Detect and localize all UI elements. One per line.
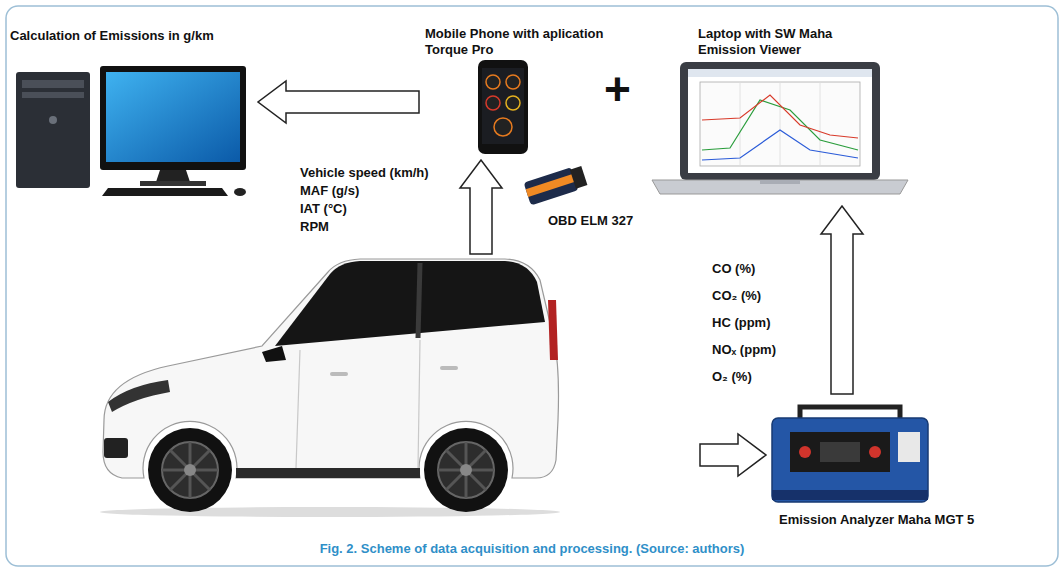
mobile-phone-illustration	[486, 75, 500, 89]
desktop-computer-illustration	[100, 66, 246, 170]
car-illustration	[438, 442, 494, 498]
obd-signal-name: MAF (g/s)	[300, 184, 359, 197]
car-illustration	[440, 366, 458, 370]
figure-caption: Fig. 2. Scheme of data acquisition and p…	[0, 541, 1064, 556]
emission-analyzer-illustration	[799, 446, 811, 458]
laptop-illustration	[688, 69, 872, 173]
node-label: Mobile Phone with aplication Torque Pro	[425, 26, 630, 57]
mobile-phone-illustration	[478, 60, 528, 154]
gas-component-name: NOₓ (ppm)	[712, 343, 776, 356]
laptop-illustration	[652, 62, 908, 194]
obd-node: OBD ELM 327	[522, 160, 662, 232]
gas-component-name: O₂ (%)	[712, 370, 752, 383]
mobile-phone-illustration	[494, 118, 512, 136]
car-illustration	[104, 438, 128, 458]
car-illustration	[100, 507, 560, 517]
figure-frame	[6, 6, 1058, 566]
gas-component-name: CO (%)	[712, 262, 755, 275]
mobile-phone-illustration	[506, 96, 520, 110]
laptop-illustration	[700, 82, 860, 166]
car-illustration	[424, 428, 508, 512]
car-illustration	[162, 442, 218, 498]
emission-analyzer-illustration	[790, 432, 890, 472]
laptop-node: Laptop with SW Maha Emission Viewer	[648, 22, 912, 200]
laptop-illustration	[688, 69, 872, 77]
mobile-phone-illustration	[486, 96, 500, 110]
gas-component-name: CO₂ (%)	[712, 289, 761, 302]
hollow-arrow	[700, 434, 766, 476]
car-illustration	[262, 346, 286, 362]
obd-signal-name: RPM	[300, 220, 329, 233]
phone-node: Mobile Phone with aplication Torque Pro	[425, 22, 630, 156]
desktop-computer-illustration	[16, 66, 246, 196]
car-illustration	[184, 464, 196, 476]
car-illustration	[548, 300, 558, 360]
obd-dongle-illustration	[570, 166, 588, 189]
laptop-illustration	[702, 100, 858, 150]
desktop-computer-illustration	[22, 80, 84, 88]
desktop-computer-illustration	[102, 188, 228, 196]
figure-frame	[6, 6, 1058, 566]
emission-analyzer-illustration	[772, 490, 928, 500]
mobile-phone-illustration	[482, 68, 524, 144]
computer-node: Calculation of Emissions in g/km	[8, 26, 252, 198]
laptop-illustration	[702, 130, 858, 160]
hollow-arrow	[460, 160, 502, 254]
node-label: Laptop with SW Maha Emission Viewer	[698, 26, 863, 57]
car-illustration	[460, 464, 472, 476]
car-illustration	[275, 261, 545, 346]
laptop-illustration	[760, 180, 800, 184]
car-illustration	[148, 428, 232, 512]
car-illustration	[438, 442, 494, 498]
emission-analyzer-illustration	[772, 407, 928, 502]
emission-analyzer-illustration	[869, 446, 881, 458]
node-label: Emission Analyzer Maha MGT 5	[779, 512, 1001, 528]
emission-analyzer-illustration	[800, 407, 900, 418]
hollow-block-arrow	[821, 206, 863, 394]
plus-sign: +	[604, 66, 631, 112]
obd-signal-name: IAT (°C)	[300, 202, 347, 215]
desktop-computer-illustration	[140, 181, 206, 186]
laptop-illustration	[702, 95, 858, 138]
node-label: OBD ELM 327	[548, 213, 660, 229]
desktop-computer-illustration	[156, 170, 190, 182]
obd-dongle-illustration	[526, 174, 576, 197]
desktop-computer-illustration	[16, 72, 90, 188]
car-illustration	[162, 442, 218, 498]
emission-analyzer-illustration	[898, 432, 920, 462]
car-illustration	[330, 372, 348, 376]
desktop-computer-illustration	[49, 116, 57, 124]
obd-signal-name: Vehicle speed (km/h)	[300, 166, 429, 179]
node-label: Calculation of Emissions in g/km	[10, 28, 225, 44]
obd-dongle-illustration	[524, 167, 579, 205]
desktop-computer-illustration	[234, 188, 246, 196]
analyzer-node: Emission Analyzer Maha MGT 5	[765, 400, 1005, 532]
obd-dongle-illustration	[524, 164, 588, 205]
car-illustration	[236, 468, 420, 478]
desktop-computer-illustration	[22, 92, 84, 98]
mobile-phone-illustration	[478, 60, 528, 154]
emission-analyzer-illustration	[820, 442, 860, 462]
car-illustration	[100, 259, 560, 517]
emission-analyzer-illustration	[772, 418, 928, 502]
desktop-computer-illustration	[106, 72, 240, 162]
car-illustration	[108, 380, 170, 412]
car-illustration	[296, 340, 420, 468]
hollow-block-arrow	[258, 81, 419, 123]
gas-component-name: HC (ppm)	[712, 316, 771, 329]
laptop-illustration	[740, 82, 820, 166]
car-illustration	[418, 263, 420, 338]
mobile-phone-illustration	[506, 75, 520, 89]
laptop-illustration	[652, 180, 908, 194]
laptop-illustration	[680, 62, 880, 180]
